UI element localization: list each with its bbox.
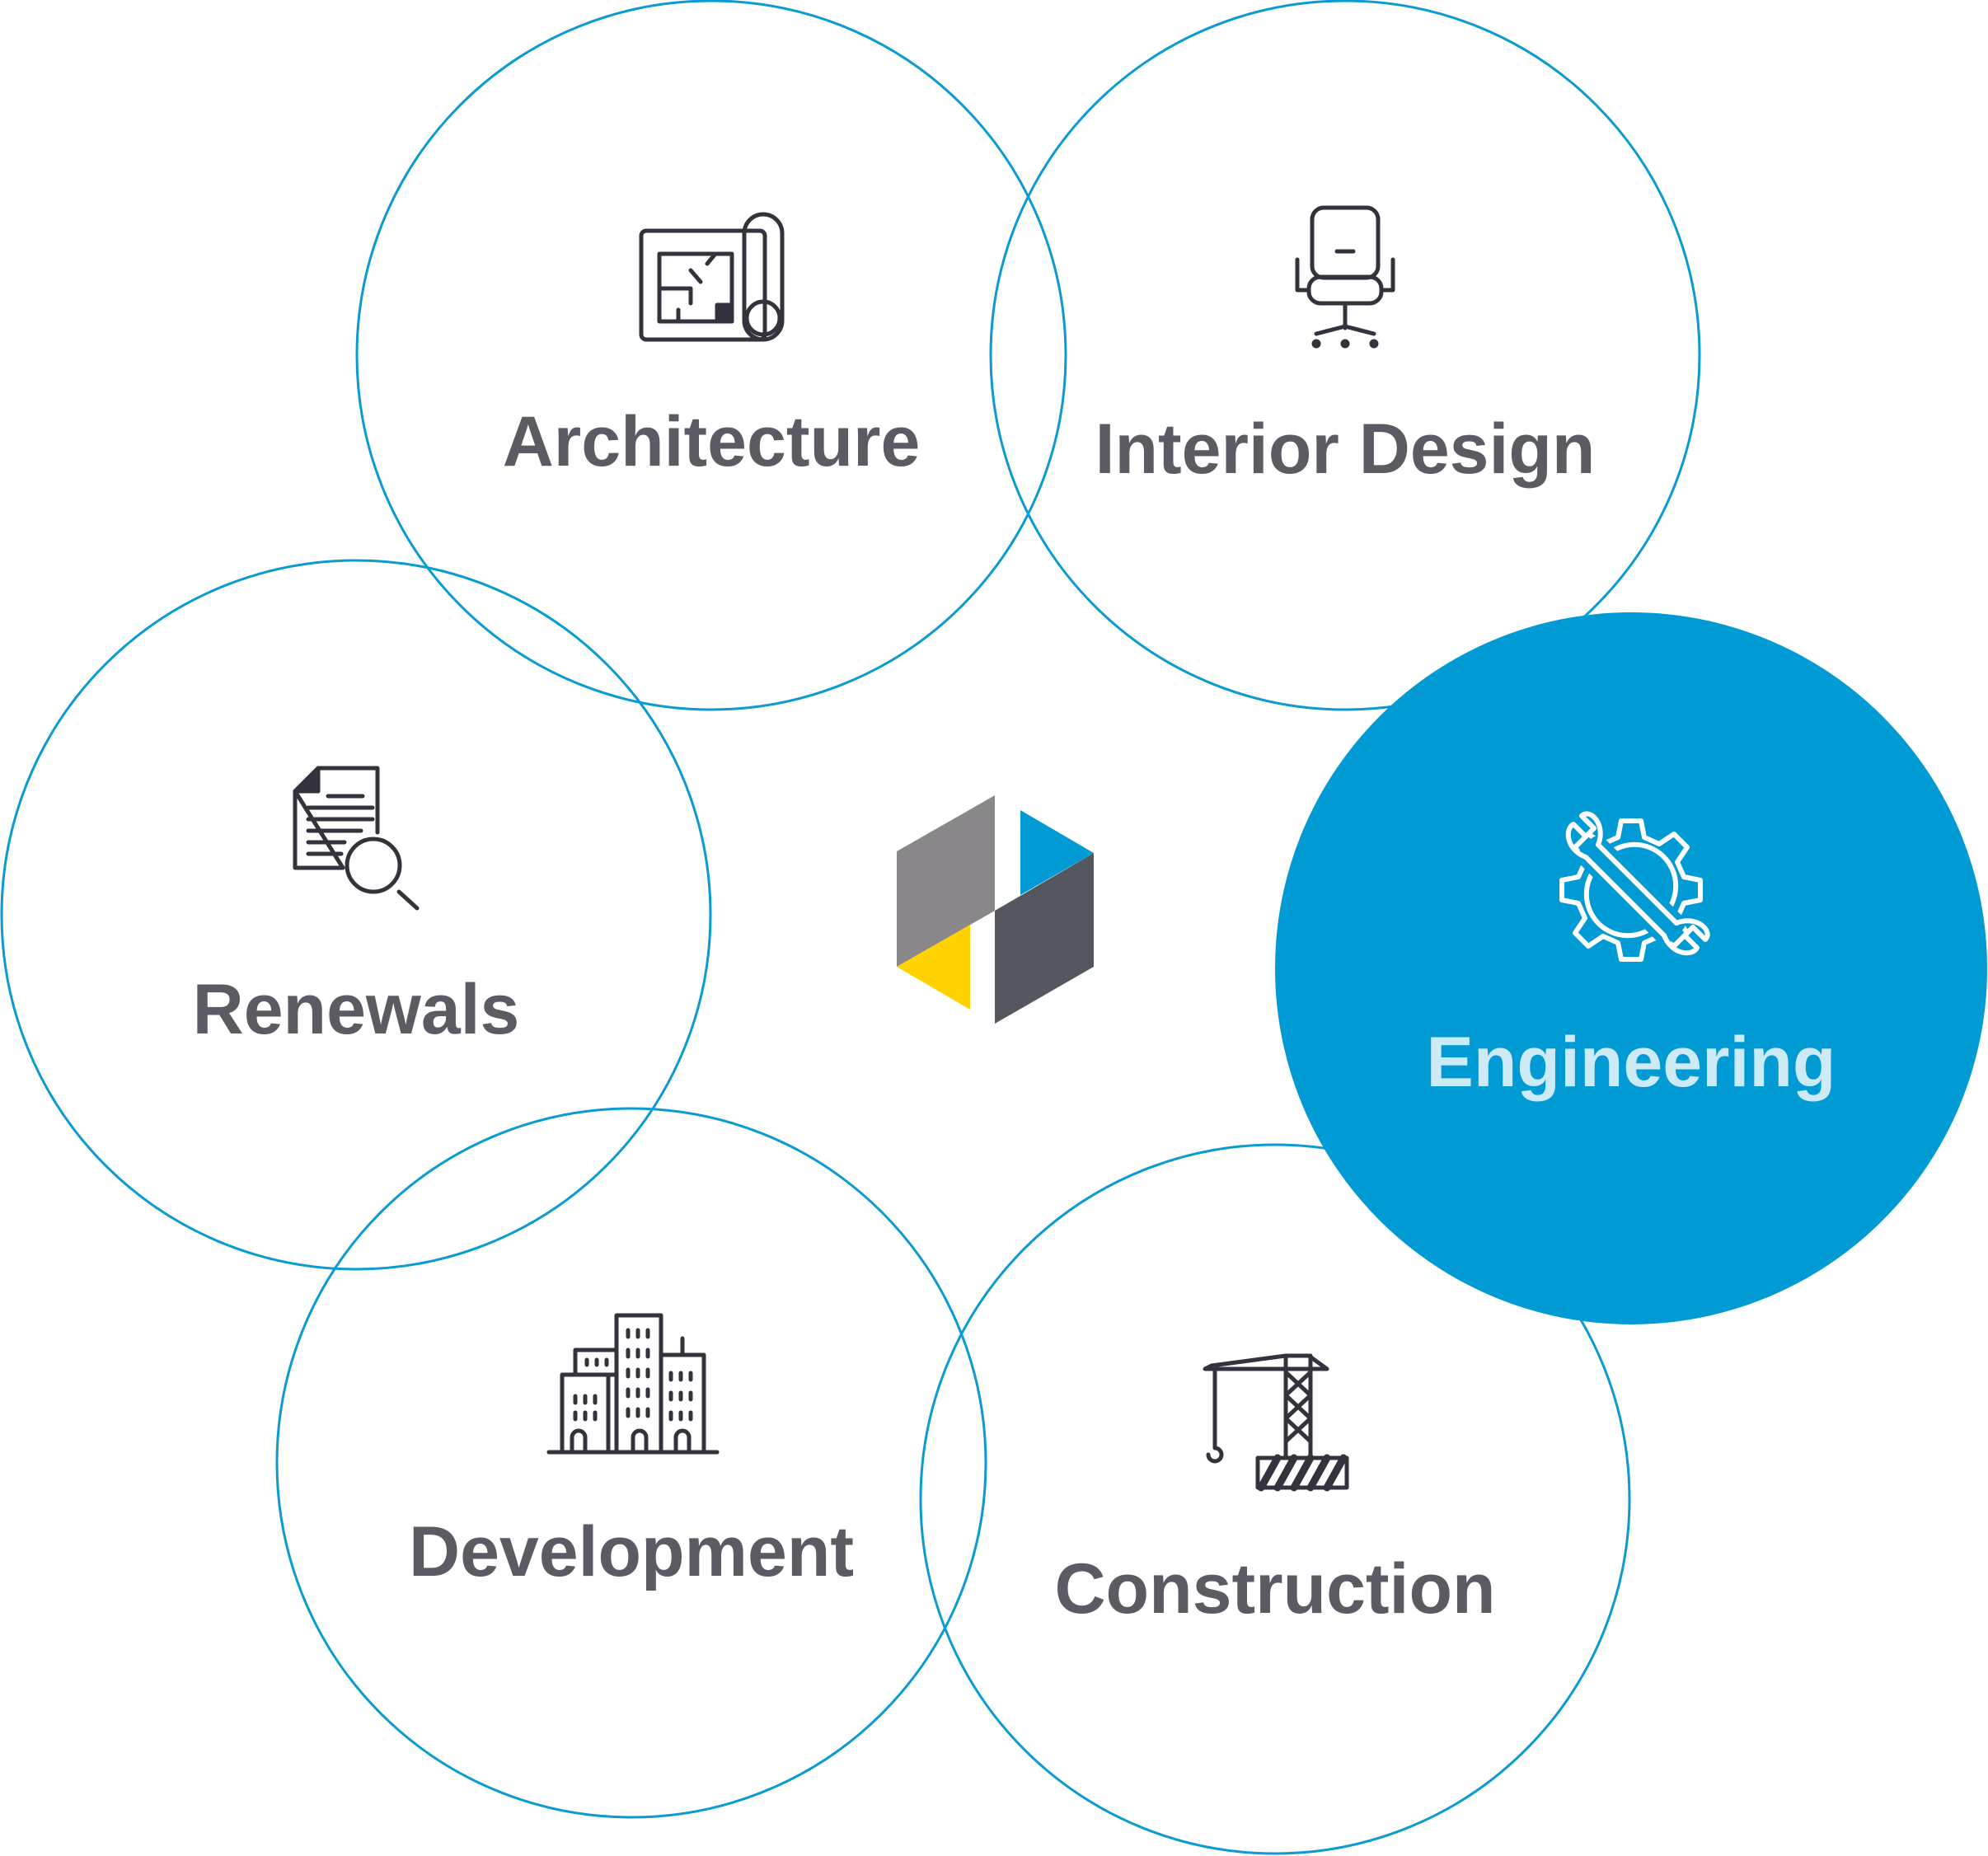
crane-icon [1203,1353,1349,1492]
node-circle-development[interactable] [275,1107,987,1819]
label-construction[interactable]: Construction [1054,1549,1495,1629]
hexagon-logo [897,795,1094,1024]
node-circle-renewals[interactable] [0,559,712,1271]
blueprint-icon [639,212,785,342]
node-circle-engineering[interactable] [1275,612,1987,1324]
document-search-icon [293,766,420,911]
buildings-icon [546,1313,720,1455]
label-renewals[interactable]: Renewals [193,970,520,1049]
node-circle-interior-design[interactable] [989,0,1701,711]
label-architecture[interactable]: Architecture [503,402,921,481]
node-circle-construction[interactable] [919,1143,1631,1855]
wrench-gear-icon [1559,811,1710,962]
label-interior-design[interactable]: Interior Design [1095,410,1596,489]
node-circle-architecture[interactable] [355,0,1067,711]
label-engineering[interactable]: Engineering [1427,1023,1836,1102]
office-chair-icon [1295,205,1395,349]
label-development[interactable]: Development [409,1512,854,1591]
